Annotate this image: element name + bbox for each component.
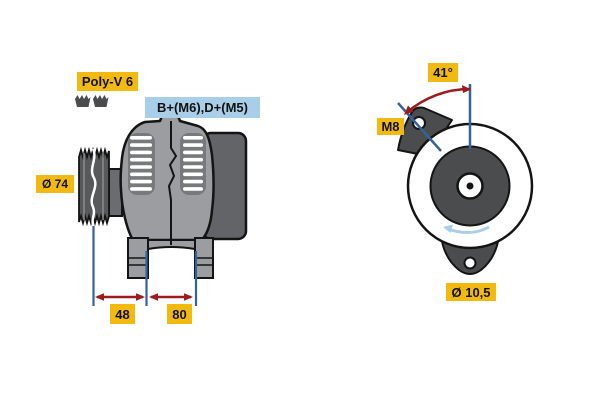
housing-seam — [167, 121, 178, 245]
bottom-hole — [463, 256, 477, 270]
dimension-48-label: 48 — [110, 304, 135, 324]
belt-type-label: Poly-V 6 — [77, 72, 138, 91]
vent-recess-left — [128, 133, 155, 195]
angle-label: 41° — [428, 63, 458, 82]
pulley-highlights — [83, 153, 104, 220]
reference-lines — [397, 84, 472, 152]
terminal-label: B+(M6),D+(M5) — [145, 97, 260, 118]
vent-recess-right — [180, 133, 206, 195]
vent-slots — [130, 136, 203, 191]
thread-size-label: M8 — [377, 118, 404, 135]
angle-arc-41 — [404, 85, 471, 115]
pulley-break-line — [90, 148, 97, 225]
extension-lines — [92, 226, 198, 306]
dimension-arrow-80 — [149, 293, 193, 301]
alternator-side-view — [75, 95, 248, 306]
dimension-80-label: 80 — [167, 304, 192, 324]
foot-grooves — [128, 257, 213, 266]
poly-v-belt-icon — [75, 95, 109, 107]
hole-diameter-label: Ø 10,5 — [446, 283, 496, 301]
m8-hole — [412, 116, 426, 130]
alternator-front-view — [397, 84, 534, 275]
shaft-center — [466, 182, 474, 190]
pulley-diameter-label: Ø 74 — [36, 175, 74, 193]
dimension-arrow-48 — [95, 293, 145, 301]
rotation-ccw-arrow-icon — [443, 224, 490, 234]
